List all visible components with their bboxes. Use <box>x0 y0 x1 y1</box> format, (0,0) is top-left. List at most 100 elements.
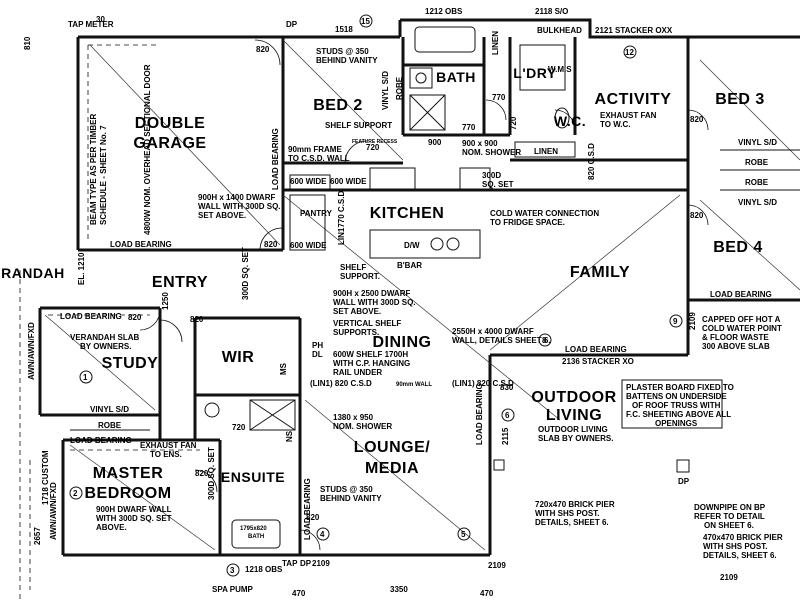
marker-8: 8 <box>542 336 547 345</box>
dim-2109-pier: 2109 <box>720 573 738 582</box>
note-cold-water-line2: TO FRIDGE SPACE. <box>490 218 565 227</box>
room-ensuite: ENSUITE <box>221 469 285 485</box>
note-dp-top: DP <box>286 20 298 29</box>
note-exhaust-ens-line1: EXHAUST FAN <box>140 441 197 450</box>
note-load-bearing-lounge: LOAD BEARING <box>475 383 484 445</box>
note-tap-bottom: TAP <box>282 559 298 568</box>
note-820-csd: 820 C.S.D <box>587 143 596 180</box>
note-shelf-line2: SUPPORT. <box>340 272 380 281</box>
dim-2109-lounge: 2109 <box>488 561 506 570</box>
dim-1212-obs: 1212 OBS <box>425 7 463 16</box>
dimensions: 1518 1212 OBS 2118 S/O 820 820 820 820 8… <box>23 7 738 598</box>
note-dwarf-master-line2: WITH 300D SQ. SET <box>96 514 172 523</box>
note-nom-shower-line2: NOM. SHOWER <box>333 422 392 431</box>
note-ph: PH <box>312 341 323 350</box>
dim-900: 900 <box>428 138 442 147</box>
note-bulkhead: BULKHEAD <box>537 26 582 35</box>
note-dwarf-2500-line3: SET ABOVE. <box>333 307 381 316</box>
room-lounge-line2: MEDIA <box>365 460 419 477</box>
note-vinyl-sd-bed2: VINYL S/D <box>381 71 390 110</box>
note-pier-720-line3: DETAILS, SHEET 6. <box>535 518 609 527</box>
note-plaster-line5: OPENINGS <box>655 419 698 428</box>
note-dp-right: DP <box>678 477 690 486</box>
dim-820-ensuite: 820 <box>306 513 320 522</box>
note-dwarf-master-line1: 900H DWARF WALL <box>96 505 172 514</box>
note-dl: DL <box>312 350 323 359</box>
dim-1718-custom: 1718 CUSTOM <box>41 450 50 505</box>
room-outdoor-living-line2: LIVING <box>546 407 602 424</box>
room-family: FAMILY <box>570 264 630 281</box>
note-vertical-shelf-line1: VERTICAL SHELF <box>333 319 401 328</box>
note-plaster-line2: BATTENS ON UNDERSIDE <box>626 392 727 401</box>
marker-5: 5 <box>461 530 466 539</box>
note-dwarf-master-line3: ABOVE. <box>96 523 127 532</box>
room-study: STUDY <box>102 355 159 372</box>
note-bath-1795-line2: BATH <box>248 534 264 540</box>
note-dwarf-garage-line1: 900H x 1400 DWARF <box>198 193 275 202</box>
note-linen-bath: LINEN <box>491 31 500 55</box>
dim-3350: 3350 <box>390 585 408 594</box>
note-sectional-door: 4800W NOM. OVERHEAD SECTIONAL DOOR <box>143 64 152 235</box>
note-600-wide-3: 600 WIDE <box>290 241 327 250</box>
note-robe-bed3: ROBE <box>745 158 769 167</box>
note-verandah-slab-line2: BY OWNERS. <box>80 342 131 351</box>
dim-30: 30 <box>96 15 105 24</box>
dim-810: 810 <box>23 36 32 50</box>
dim-820-bed4: 820 <box>690 211 704 220</box>
note-stacker-2136: 2136 STACKER XO <box>562 357 634 366</box>
note-capped-line4: 300 ABOVE SLAB <box>702 342 770 351</box>
room-kitchen: KITCHEN <box>370 205 445 222</box>
marker-9: 9 <box>673 317 678 326</box>
room-master-line2: BEDROOM <box>84 485 171 502</box>
note-studs-line2: BEHIND VANITY <box>316 56 378 65</box>
note-300d-sq-set-entry: 300D SQ. SET <box>241 247 250 300</box>
room-bed-3: BED 3 <box>715 91 765 108</box>
room-outdoor-living-line1: OUTDOOR <box>531 389 616 406</box>
note-ns: NS <box>285 430 294 442</box>
note-bath-1795-line1: 1795x820 <box>240 526 267 532</box>
note-dwarf-garage-line3: SET ABOVE. <box>198 211 246 220</box>
note-shelf-600-line1: 600W SHELF 1700H <box>333 350 408 359</box>
note-beam-type-line2: SCHEDULE - SHEET No. 7 <box>99 125 108 225</box>
note-outdoor-slab-line1: OUTDOOR LIVING <box>538 425 608 434</box>
room-double-garage-line2: GARAGE <box>133 135 206 152</box>
note-load-bearing-kitchen: LOAD BEARING <box>271 128 280 190</box>
room-bed-2: BED 2 <box>313 97 363 114</box>
note-wms: W.M.S <box>548 65 572 74</box>
note-plaster-line1: PLASTER BOARD FIXED TO <box>626 383 734 392</box>
note-shelf-600-line3: RAIL UNDER <box>333 368 382 377</box>
dim-820-study: 820 <box>128 313 142 322</box>
room-activity: ACTIVITY <box>595 91 672 108</box>
dim-720-bed2: 720 <box>366 143 380 152</box>
walls <box>38 18 800 557</box>
note-exhaust-wc-line2: TO W.C. <box>600 120 631 129</box>
note-shelf-600-line2: WITH C.P. HANGING <box>333 359 410 368</box>
note-load-bearing-ensuite: LOAD BEARING <box>303 478 312 540</box>
dim-470-b: 470 <box>480 589 494 598</box>
dim-720-ensuite: 720 <box>232 423 246 432</box>
dim-770-bath: 770 <box>492 93 506 102</box>
dim-2118-so: 2118 S/O <box>535 7 568 16</box>
room-pantry: PANTRY <box>300 209 333 218</box>
note-600-wide-2: 600 WIDE <box>330 177 367 186</box>
note-outdoor-slab-line2: SLAB BY OWNERS. <box>538 434 613 443</box>
note-plaster-line4: F.C. SHEETING ABOVE ALL <box>626 410 731 419</box>
marker-2: 2 <box>73 489 78 498</box>
note-downpipe-line2: REFER TO DETAIL <box>694 512 765 521</box>
room-wc: W.C. <box>554 113 586 129</box>
note-lintel-wall: 90mm WALL <box>396 382 432 388</box>
note-nom-shower-line1: 1380 x 950 <box>333 413 374 422</box>
dim-720-ldry: 720 <box>509 116 518 130</box>
dim-820-garage: 820 <box>256 45 270 54</box>
dim-820-master: 820 <box>195 469 209 478</box>
note-load-bearing-garage: LOAD BEARING <box>110 240 172 249</box>
note-pier-470-line1: 470x470 BRICK PIER <box>703 533 783 542</box>
room-master-line1: MASTER <box>93 465 164 482</box>
note-capped-line3: & FLOOR WASTE <box>702 333 769 342</box>
note-tap-meter: TAP METER <box>68 20 114 29</box>
note-vertical-shelf-line2: SUPPORTS. <box>333 328 379 337</box>
note-awn-master: AWN/AWN/FXD <box>49 482 58 540</box>
note-pier-720-line2: WITH SHS POST. <box>535 509 599 518</box>
dim-1218-obs: 1218 OBS <box>245 565 283 574</box>
note-cold-water-line1: COLD WATER CONNECTION <box>490 209 599 218</box>
